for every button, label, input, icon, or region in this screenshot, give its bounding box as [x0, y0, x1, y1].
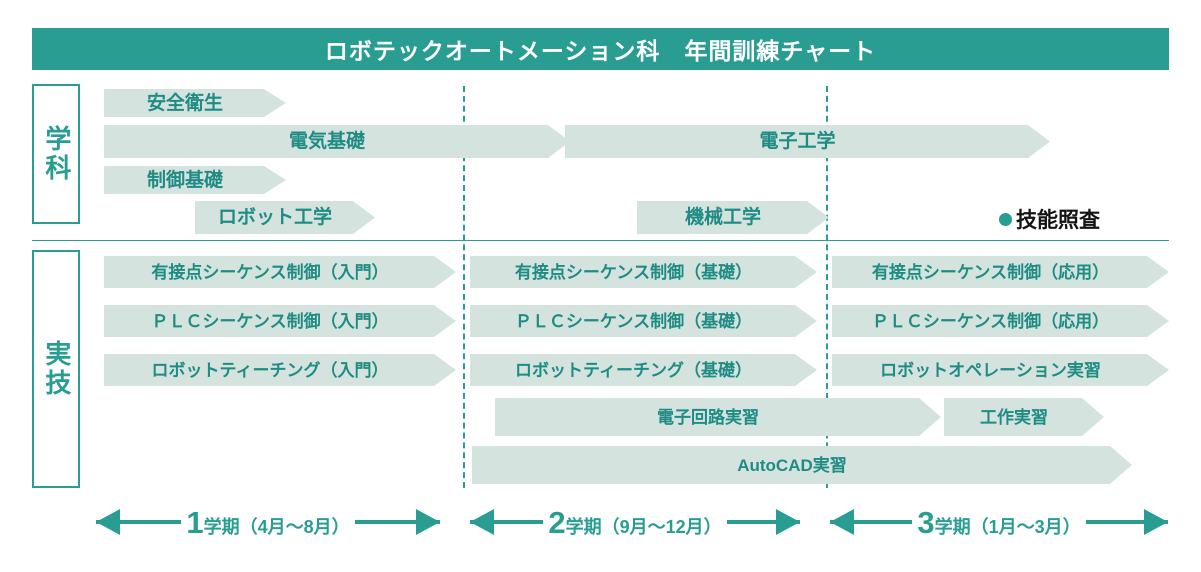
task-bar-relay-sequence-advanced[interactable]: 有接点シーケンス制御（応用） — [832, 256, 1169, 288]
task-bar-label: 電子工学 — [759, 131, 836, 152]
task-bar-autocad-practice[interactable]: AutoCAD実習 — [472, 446, 1132, 484]
arrow-left-icon — [470, 509, 494, 535]
task-bar-label: 電気基礎 — [288, 131, 365, 152]
task-bar-label: 有接点シーケンス制御（応用） — [871, 262, 1110, 282]
task-bar-plc-sequence-intro[interactable]: ＰＬＣシーケンス制御（入門） — [104, 305, 456, 337]
task-bar-electronic-circuit-practice[interactable]: 電子回路実習 — [495, 398, 941, 436]
task-bar-label: 機械工学 — [684, 207, 761, 228]
section-label-gakka-text: 学科 — [41, 125, 72, 183]
task-bar-label: ＰＬＣシーケンス制御（基礎） — [514, 311, 753, 331]
arrow-right-icon — [1144, 509, 1168, 535]
task-bar-label: ＰＬＣシーケンス制御（入門） — [151, 311, 389, 331]
task-bar-label: 有接点シーケンス制御（基礎） — [514, 262, 753, 282]
term-period: 学期（1月〜3月） — [934, 516, 1081, 537]
task-bar-plc-sequence-advanced[interactable]: ＰＬＣシーケンス制御（応用） — [832, 305, 1169, 337]
term-number: 1 — [186, 504, 204, 540]
task-bar-label: ロボットティーチング（基礎） — [515, 360, 752, 380]
term-period: 学期（9月〜12月） — [565, 516, 722, 537]
task-bar-plc-sequence-basic[interactable]: ＰＬＣシーケンス制御（基礎） — [470, 305, 817, 337]
task-bar-electrical-basics[interactable]: 電気基礎 — [104, 125, 570, 158]
chart-title-bar: ロボテックオートメーション科 年間訓練チャート — [32, 28, 1169, 70]
milestone-label: 技能照査 — [1016, 209, 1100, 232]
section-label-jitsugi-text: 実技 — [41, 340, 72, 398]
arrow-right-icon — [776, 509, 800, 535]
task-bar-label: ロボット工学 — [217, 207, 332, 228]
task-bar-label: ＰＬＣシーケンス制御（応用） — [871, 311, 1110, 331]
task-bar-label: 工作実習 — [980, 407, 1048, 427]
page-title: ロボテックオートメーション科 年間訓練チャート — [324, 38, 877, 64]
task-bar-control-basics[interactable]: 制御基礎 — [104, 166, 286, 194]
task-bar-electronic-engineering[interactable]: 電子工学 — [565, 125, 1050, 158]
task-bar-fabrication-practice[interactable]: 工作実習 — [944, 398, 1104, 436]
section-divider — [32, 240, 1169, 241]
term-number: 2 — [548, 504, 566, 540]
task-bar-label: 安全衛生 — [146, 92, 223, 114]
task-bar-mechanical-engineering[interactable]: 機械工学 — [637, 201, 829, 234]
task-bar-relay-sequence-basic[interactable]: 有接点シーケンス制御（基礎） — [470, 256, 817, 288]
arrow-right-icon — [416, 509, 440, 535]
task-bar-robot-teaching-intro[interactable]: ロボットティーチング（入門） — [104, 354, 456, 386]
task-bar-label: 制御基礎 — [146, 169, 223, 191]
task-bar-robot-engineering[interactable]: ロボット工学 — [195, 201, 375, 234]
task-bar-robot-operation-practice[interactable]: ロボットオペレーション実習 — [832, 354, 1169, 386]
task-bar-relay-sequence-intro[interactable]: 有接点シーケンス制御（入門） — [104, 256, 456, 288]
milestone-skill-assessment: 技能照査 — [999, 204, 1100, 234]
task-bar-label: ロボットティーチング（入門） — [151, 360, 389, 380]
task-bar-label: 有接点シーケンス制御（入門） — [151, 262, 389, 282]
term-1-2-divider — [463, 86, 465, 488]
section-label-jitsugi: 実技 — [32, 250, 80, 488]
task-bar-label: AutoCAD実習 — [737, 455, 847, 475]
task-bar-label: ロボットオペレーション実習 — [880, 360, 1101, 380]
term-period: 学期（4月〜8月） — [203, 516, 350, 537]
arrow-left-icon — [830, 509, 854, 535]
task-bar-robot-teaching-basic[interactable]: ロボットティーチング（基礎） — [470, 354, 817, 386]
arrow-left-icon — [96, 509, 120, 535]
section-label-gakka: 学科 — [32, 84, 80, 224]
bullet-dot-icon — [999, 212, 1012, 226]
task-bar-label: 電子回路実習 — [657, 407, 759, 427]
task-bar-safety-hygiene[interactable]: 安全衛生 — [104, 89, 286, 117]
term-number: 3 — [917, 504, 935, 540]
term-2-3-divider — [826, 86, 828, 488]
